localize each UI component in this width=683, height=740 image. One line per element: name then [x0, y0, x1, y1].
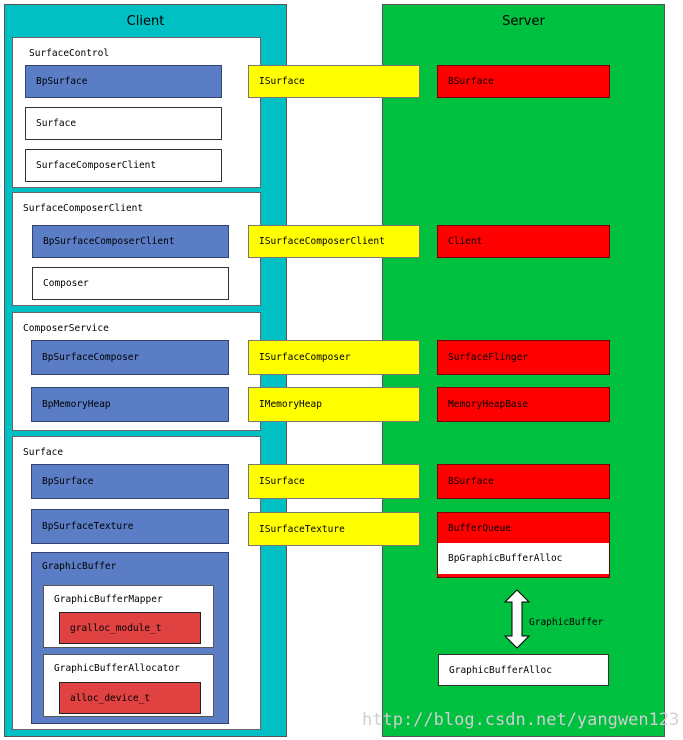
bp-memory-heap-box: BpMemoryHeap [31, 387, 229, 422]
server-client-box: Client [437, 225, 610, 258]
server-bsurface-box: BSurface [437, 65, 610, 98]
interface-isurface-box: ISurface [248, 65, 420, 98]
double-arrow-icon [503, 589, 531, 649]
group-title: SurfaceComposerClient [23, 203, 144, 214]
alloc-device-box: alloc_device_t [59, 682, 201, 714]
client-title: Client [126, 14, 165, 29]
server-title: Server [502, 14, 545, 29]
group-title: Surface [23, 447, 64, 458]
graphic-buffer-alloc-box: GraphicBufferAlloc [438, 654, 609, 686]
watermark: http://blog.csdn.net/yangwen123 [362, 710, 680, 730]
group-title: ComposerService [23, 323, 109, 334]
surface-composer-client-box: SurfaceComposerClient [25, 149, 222, 182]
composer-box: Composer [32, 267, 229, 300]
buffer-queue-title: BufferQueue [448, 523, 511, 534]
server-bsurface-box: BSurface [437, 464, 610, 499]
bp-surface-composer-client-box: BpSurfaceComposerClient [32, 225, 229, 258]
interface-isurface-texture-box: ISurfaceTexture [248, 512, 420, 546]
graphic-buffer-title: GraphicBuffer [42, 561, 117, 572]
interface-imemory-heap-box: IMemoryHeap [248, 387, 420, 422]
bp-graphic-buffer-alloc-box: BpGraphicBufferAlloc [438, 543, 609, 574]
bp-surface-composer-box: BpSurfaceComposer [31, 340, 229, 375]
bp-surface-box: BpSurface [31, 464, 229, 499]
server-memory-heap-base-box: MemoryHeapBase [437, 387, 610, 422]
surface-box: Surface [25, 107, 222, 140]
interface-isurface-composer-client-box: ISurfaceComposerClient [248, 225, 420, 258]
bp-surface-box: BpSurface [25, 65, 222, 98]
graphic-buffer-mapper-title: GraphicBufferMapper [54, 594, 163, 605]
bp-surface-texture-box: BpSurfaceTexture [31, 509, 229, 544]
group-title: SurfaceControl [29, 48, 110, 59]
interface-isurface-box: ISurface [248, 464, 420, 499]
arrow-label: GraphicBuffer [529, 617, 604, 628]
gralloc-module-box: gralloc_module_t [59, 612, 201, 644]
interface-isurface-composer-box: ISurfaceComposer [248, 340, 420, 375]
graphic-buffer-allocator-title: GraphicBufferAllocator [54, 663, 180, 674]
server-surface-flinger-box: SurfaceFlinger [437, 340, 610, 375]
